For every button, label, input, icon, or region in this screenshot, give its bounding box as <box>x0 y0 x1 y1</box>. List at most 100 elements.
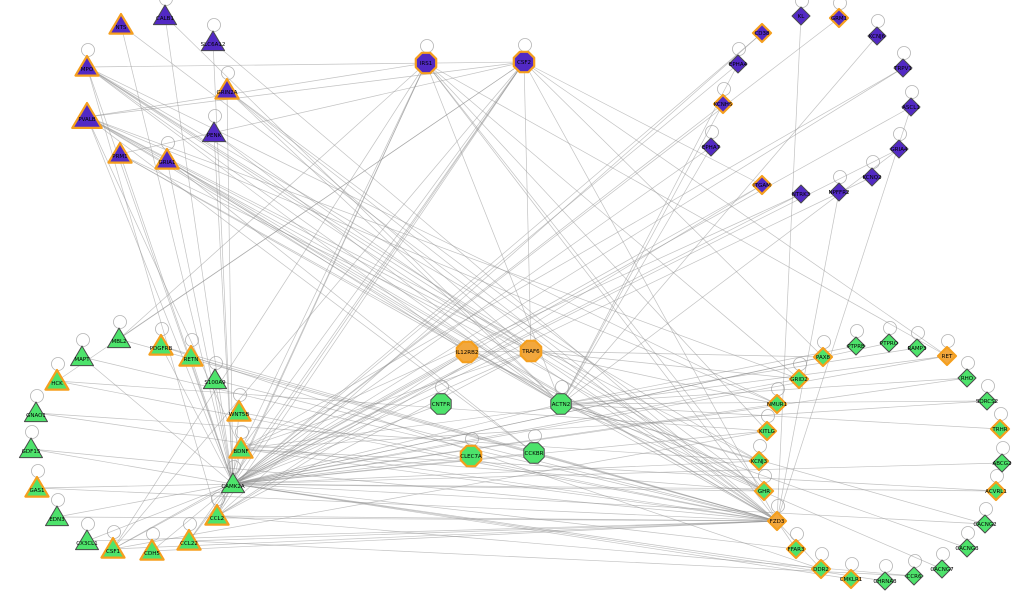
node-CALB1[interactable]: CALB1 <box>152 4 178 26</box>
node-TRAF6[interactable]: TRAF6 <box>519 339 543 363</box>
node-CX3CL1[interactable]: CX3CL1 <box>75 529 99 551</box>
node-GAS1[interactable]: GAS1 <box>24 475 50 498</box>
node-ASCL1[interactable]: ASCL1 <box>901 97 921 117</box>
node-ABCG2[interactable]: ABCG2 <box>992 453 1012 473</box>
node-PTPRO[interactable]: PTPRO <box>879 333 899 353</box>
edge-MPO-CAMK2A <box>86 66 234 485</box>
node-S100A9[interactable]: S100A9 <box>202 368 228 390</box>
node-PDGFRB[interactable]: PDGFRB <box>148 333 174 356</box>
diamond-shape-KCNQ2 <box>862 167 882 187</box>
node-FZD3[interactable]: FZD3 <box>766 510 788 532</box>
diamond-shape-GRM1 <box>828 7 850 29</box>
node-RET[interactable]: RET <box>936 345 958 367</box>
self-loop-EDN3 <box>51 493 65 507</box>
node-IL12RB2[interactable]: IL12RB2 <box>456 340 479 364</box>
diamond-shape-ABCG2 <box>992 453 1012 473</box>
node-SORCS2[interactable]: SORCS2 <box>976 391 998 411</box>
node-CDH5[interactable]: CDH5 <box>139 538 165 561</box>
edge-GAS1-CAMK2A <box>36 483 234 489</box>
node-GRM1[interactable]: GRM1 <box>828 7 850 29</box>
node-TRPV1[interactable]: TRPV1 <box>893 58 913 78</box>
node-GRIA4[interactable]: GRIA4 <box>889 139 909 159</box>
node-MBL2[interactable]: MBL2 <box>107 327 132 349</box>
node-GDF15[interactable]: GDF15 <box>18 437 43 459</box>
edge-CDH5-FZD3 <box>151 520 778 552</box>
self-loop-ACTN2 <box>555 380 569 394</box>
diamond-shape-CACNG2 <box>975 514 995 534</box>
edge-EPHA7-ACTN2 <box>560 146 712 405</box>
node-KCNQ2[interactable]: KCNQ2 <box>862 167 882 187</box>
self-loop-GAS1 <box>31 464 45 478</box>
node-NMUR1[interactable]: NMUR1 <box>767 393 787 415</box>
edge-ASCL1-FZD3 <box>776 106 912 522</box>
self-loop-S100A9 <box>209 356 223 370</box>
edge-TRAF6-GRID2 <box>530 350 800 380</box>
node-NTRK3[interactable]: NTRK3 <box>791 184 811 204</box>
triangle-shape-CALB1 <box>152 4 178 26</box>
edge-ACTN2-PTPRB <box>560 345 857 405</box>
self-loop-CALB1 <box>159 0 173 6</box>
triangle-shape-PDGFRB <box>148 333 174 356</box>
node-EPHA4[interactable]: EPHA4 <box>728 54 748 74</box>
self-loop-GRM1 <box>833 0 847 10</box>
node-CD38[interactable]: CD38 <box>751 22 773 44</box>
node-IRS1[interactable]: IRS1 <box>414 51 438 75</box>
edge-IRS1-GHR <box>425 62 765 492</box>
node-KCNH5[interactable]: KCNH5 <box>712 93 734 115</box>
node-NPFFR2[interactable]: NPFFR2 <box>828 182 850 202</box>
node-TRHR[interactable]: TRHR <box>989 418 1011 440</box>
triangle-shape-PVALB <box>71 101 103 130</box>
node-MAPT[interactable]: MAPT <box>70 345 94 367</box>
node-EPHA7[interactable]: EPHA7 <box>701 137 721 157</box>
node-ITGAM[interactable]: ITGAM <box>751 174 773 196</box>
node-ACVRL1[interactable]: ACVRL1 <box>985 480 1007 502</box>
node-CACNG2[interactable]: CACNG2 <box>973 514 997 534</box>
node-CCKBR[interactable]: CCKBR <box>523 442 545 464</box>
edge-IRS1-BDNF <box>240 62 427 450</box>
node-RETN[interactable]: RETN <box>178 344 204 367</box>
edge-PRM1-TRAF6 <box>119 153 532 352</box>
self-loop-PTPRO <box>883 321 897 335</box>
diamond-shape-CD38 <box>751 22 773 44</box>
node-GRIN2A[interactable]: GRIN2A <box>214 77 240 100</box>
node-PTPRB[interactable]: PTPRB <box>846 336 866 356</box>
node-ACTN2[interactable]: ACTN2 <box>550 393 572 415</box>
edge-KL-FZD3 <box>776 15 802 522</box>
node-NTS[interactable]: NTS <box>108 12 134 35</box>
node-CACNG3[interactable]: CACNG3 <box>955 538 979 558</box>
node-CCR6[interactable]: CCR6 <box>904 566 924 586</box>
self-loop-KCNH5 <box>717 82 731 96</box>
diamond-shape-CHRNA3 <box>875 571 895 591</box>
edge-CALB1-CAMK2A <box>164 15 234 485</box>
node-KL[interactable]: KL <box>791 6 811 26</box>
diamond-shape-EPHA4 <box>728 54 748 74</box>
self-loop-GRID2 <box>793 357 807 371</box>
self-loop-IRS1 <box>420 39 434 53</box>
diamond-shape-GRID2 <box>788 368 810 390</box>
node-RAMP3[interactable]: RAMP3 <box>907 338 927 358</box>
node-CSF2[interactable]: CSF2 <box>512 50 536 74</box>
node-WNT5B[interactable]: WNT5B <box>226 399 252 422</box>
edge-IRS1-RET <box>425 62 948 357</box>
node-CNTFR[interactable]: CNTFR <box>430 393 452 415</box>
node-KCNJ3[interactable]: KCNJ3 <box>748 450 770 472</box>
node-RHO[interactable]: RHO <box>957 368 977 388</box>
node-CACNG7[interactable]: CACNG7 <box>930 559 954 579</box>
node-CLEC7A[interactable]: CLEC7A <box>459 444 483 468</box>
node-MPO[interactable]: MPO <box>74 54 100 77</box>
node-GHR[interactable]: GHR <box>753 480 775 502</box>
edge-PVALB-CAMK2A <box>86 116 234 485</box>
triangle-shape-CAMK2A <box>220 472 246 494</box>
diamond-shape-PTPRO <box>879 333 899 353</box>
triangle-shape-MAPT <box>70 345 94 367</box>
edge-CAMK2A-DDR2 <box>232 483 822 570</box>
node-CCL22[interactable]: CCL22 <box>176 528 202 551</box>
node-KCNJ6[interactable]: KCNJ6 <box>867 26 887 46</box>
self-loop-CMKLR1 <box>845 557 859 571</box>
edge-PVALB-GRID2 <box>86 116 800 380</box>
edge-CCL22-CCR6 <box>188 540 915 577</box>
node-HCK[interactable]: HCK <box>44 368 70 391</box>
node-SLC6A12[interactable]: SLC6A12 <box>201 30 226 52</box>
node-GNAO1[interactable]: GNAO1 <box>23 401 48 423</box>
node-FFAR3[interactable]: FFAR3 <box>785 538 807 560</box>
